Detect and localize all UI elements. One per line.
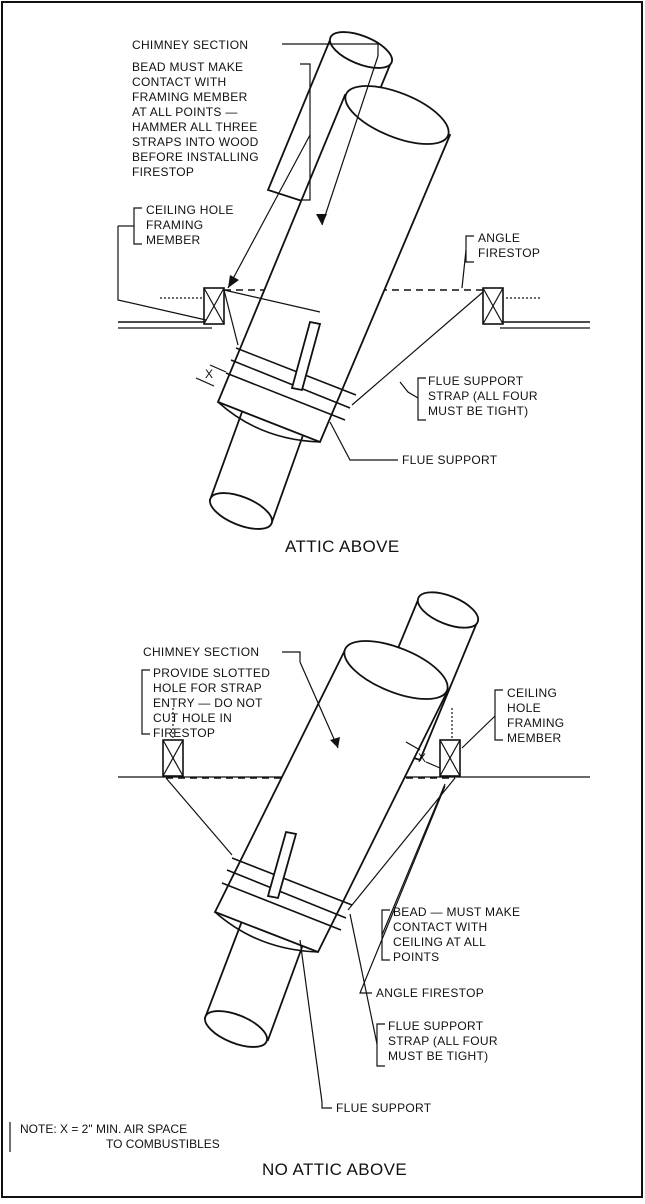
- chimney-pipe-bottom: [203, 591, 480, 1048]
- framing-member-left: [203, 287, 225, 325]
- bracket-bead-top: [300, 63, 311, 201]
- label-ceiling-hole-bottom: CEILING HOLE FRAMING MEMBER: [507, 686, 564, 745]
- label-flue-support-bottom: FLUE SUPPORT: [336, 1101, 432, 1115]
- svg-text:FIRESTOP: FIRESTOP: [153, 726, 215, 740]
- svg-text:FLUE SUPPORT: FLUE SUPPORT: [388, 1019, 484, 1033]
- svg-text:MUST BE TIGHT): MUST BE TIGHT): [428, 404, 528, 418]
- svg-text:CEILING: CEILING: [507, 686, 557, 700]
- label-chimney-section-bottom: CHIMNEY SECTION: [143, 645, 259, 659]
- label-bead-bottom: BEAD — MUST MAKE CONTACT WITH CEILING AT…: [393, 905, 520, 964]
- svg-text:FLUE SUPPORT: FLUE SUPPORT: [428, 374, 524, 388]
- label-flue-strap-top: FLUE SUPPORT STRAP (ALL FOUR MUST BE TIG…: [428, 374, 538, 418]
- svg-text:STRAP (ALL FOUR: STRAP (ALL FOUR: [388, 1034, 498, 1048]
- svg-text:FIRESTOP: FIRESTOP: [132, 165, 194, 179]
- svg-text:HOLE FOR STRAP: HOLE FOR STRAP: [153, 681, 262, 695]
- svg-text:PROVIDE SLOTTED: PROVIDE SLOTTED: [153, 666, 270, 680]
- label-angle-firestop-top: ANGLE FIRESTOP: [478, 231, 540, 260]
- leader-flue-support-bottom: [321, 1102, 332, 1109]
- label-bead-top: BEAD MUST MAKE CONTACT WITH FRAMING MEMB…: [132, 60, 259, 179]
- label-angle-firestop-bottom: ANGLE FIRESTOP: [376, 986, 484, 1000]
- svg-text:FRAMING: FRAMING: [507, 716, 564, 730]
- svg-text:ANGLE: ANGLE: [478, 231, 520, 245]
- svg-text:POINTS: POINTS: [393, 950, 439, 964]
- strap-center: [223, 289, 321, 313]
- svg-text:CONTACT WITH: CONTACT WITH: [132, 75, 226, 89]
- svg-text:HOLE: HOLE: [507, 701, 541, 715]
- svg-text:BEAD MUST MAKE: BEAD MUST MAKE: [132, 60, 243, 74]
- svg-text:FRAMING MEMBER: FRAMING MEMBER: [132, 90, 248, 104]
- svg-text:FIRESTOP: FIRESTOP: [478, 246, 540, 260]
- leader-chimney-section-bottom: [282, 651, 301, 662]
- svg-text:CEILING HOLE: CEILING HOLE: [146, 203, 234, 217]
- svg-text:CEILING AT ALL: CEILING AT ALL: [393, 935, 486, 949]
- svg-text:MEMBER: MEMBER: [146, 233, 201, 247]
- strap-left: [223, 289, 239, 346]
- framing-member-right: [482, 287, 504, 325]
- svg-text:STRAPS INTO WOOD: STRAPS INTO WOOD: [132, 135, 259, 149]
- strap-right: [351, 291, 484, 406]
- leader-flue-support-top: [329, 421, 398, 461]
- svg-text:CONTACT WITH: CONTACT WITH: [393, 920, 487, 934]
- svg-text:NOTE: X = 2" MIN. AIR SPACE: NOTE: X = 2" MIN. AIR SPACE: [20, 1122, 187, 1136]
- strap-left-bottom: [165, 777, 233, 856]
- svg-text:STRAP (ALL FOUR: STRAP (ALL FOUR: [428, 389, 538, 403]
- label-chimney-section-top: CHIMNEY SECTION: [132, 38, 248, 52]
- svg-text:ENTRY — DO NOT: ENTRY — DO NOT: [153, 696, 263, 710]
- x-mark-top: X: [205, 367, 213, 381]
- leader-chimney-section-top: [282, 43, 379, 56]
- svg-text:TO COMBUSTIBLES: TO COMBUSTIBLES: [106, 1137, 220, 1151]
- svg-text:AT ALL POINTS —: AT ALL POINTS —: [132, 105, 238, 119]
- svg-text:HAMMER ALL THREE: HAMMER ALL THREE: [132, 120, 258, 134]
- svg-text:MUST BE TIGHT): MUST BE TIGHT): [388, 1049, 488, 1063]
- chimney-pipe: [208, 31, 452, 530]
- x-mark-bottom: X: [418, 751, 426, 765]
- svg-text:BEAD — MUST MAKE: BEAD — MUST MAKE: [393, 905, 520, 919]
- framing-member-right-bottom: [439, 739, 461, 777]
- svg-text:FRAMING: FRAMING: [146, 218, 203, 232]
- svg-text:CUT HOLE IN: CUT HOLE IN: [153, 711, 232, 725]
- x-dimension-top: X: [195, 364, 227, 387]
- label-slotted-hole: PROVIDE SLOTTED HOLE FOR STRAP ENTRY — D…: [153, 666, 270, 740]
- leader-angle-firestop-bottom: [359, 785, 446, 994]
- x-dimension-bottom: X: [405, 741, 441, 769]
- label-ceiling-hole-top: CEILING HOLE FRAMING MEMBER: [146, 203, 234, 247]
- strap-right-bottom: [347, 777, 456, 911]
- caption-no-attic-above: NO ATTIC ABOVE: [262, 1160, 407, 1179]
- caption-attic-above: ATTIC ABOVE: [285, 537, 400, 556]
- svg-text:BEFORE INSTALLING: BEFORE INSTALLING: [132, 150, 259, 164]
- note-air-space: NOTE: X = 2" MIN. AIR SPACE TO COMBUSTIB…: [9, 1122, 220, 1152]
- attic-above-diagram: X CHIMNEY SECTION BEAD MUST MAKE CONTACT…: [117, 31, 590, 556]
- no-attic-above-diagram: X CHIMNEY SECTION PROVIDE SLOTTED HOLE F…: [9, 591, 590, 1179]
- label-flue-support-top: FLUE SUPPORT: [402, 453, 498, 467]
- framing-member-left-bottom: [162, 739, 184, 777]
- label-flue-strap-bottom: FLUE SUPPORT STRAP (ALL FOUR MUST BE TIG…: [388, 1019, 498, 1063]
- svg-text:MEMBER: MEMBER: [507, 731, 562, 745]
